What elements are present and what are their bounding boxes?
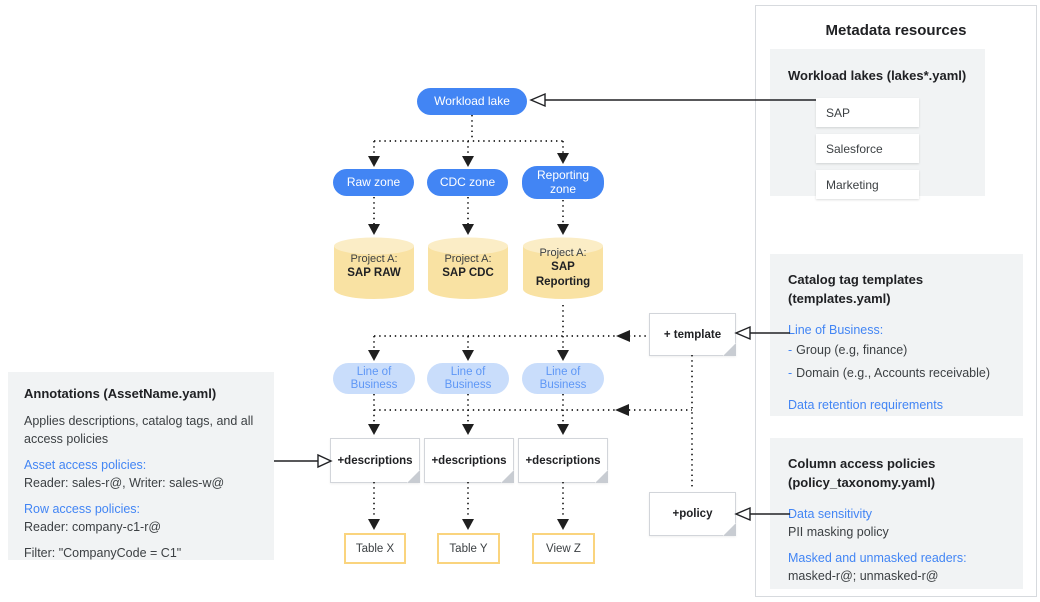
policy-note: +policy: [649, 492, 736, 536]
workload-lake-pill: Workload lake: [417, 88, 527, 115]
workload-lakes-heading: Workload lakes (lakes*.yaml): [788, 68, 967, 83]
lake-card-sap: SAP: [816, 98, 919, 127]
arrowhead-left-icon: [616, 330, 630, 342]
lake-card-marketing: Marketing: [816, 170, 919, 199]
lob-bullet-group: -Group (e.g, finance): [788, 341, 1023, 360]
catalog-templates-heading: Catalog tag templates (templates.yaml): [788, 272, 924, 306]
asset-access-detail: Reader: sales-r@, Writer: sales-w@: [24, 476, 225, 490]
masked-readers-heading: Masked and unmasked readers:: [788, 551, 967, 565]
project-prefix: Project A:: [539, 247, 587, 259]
arrowhead-open-left-icon: [529, 92, 546, 108]
arrowhead-down-icon: [557, 519, 569, 530]
data-sensitivity-heading: Data sensitivity: [788, 507, 873, 521]
catalog-templates-section: Catalog tag templates (templates.yaml) L…: [770, 254, 1023, 416]
column-policies-heading: Column access policies (policy_taxonomy.…: [788, 456, 936, 490]
bullet-dash: -: [788, 343, 793, 357]
arrowhead-open-left-icon: [734, 325, 751, 341]
arrowhead-down-icon: [462, 350, 474, 361]
project-name: SAP RAW: [347, 267, 401, 280]
bullet-text: Domain (e.g., Accounts receivable): [796, 366, 991, 380]
arrowhead-down-icon: [462, 424, 474, 435]
data-retention-heading: Data retention requirements: [788, 398, 943, 412]
arrowhead-down-icon: [557, 350, 569, 361]
asset-access-heading: Asset access policies:: [24, 458, 147, 472]
zone-pill-reporting: Reporting zone: [522, 166, 604, 199]
arrowhead-down-icon: [557, 153, 569, 164]
arrowhead-down-icon: [368, 350, 380, 361]
table-y-node: Table Y: [437, 533, 500, 564]
view-z-node: View Z: [532, 533, 595, 564]
bullet-text: Group (e.g, finance): [796, 343, 908, 357]
arrowhead-down-icon: [557, 424, 569, 435]
descriptions-note: +descriptions: [330, 438, 420, 483]
annotations-intro: Applies descriptions, catalog tags, and …: [24, 414, 254, 446]
project-cylinder-sap-cdc: Project A: SAP CDC: [427, 237, 509, 304]
arrowhead-down-icon: [368, 224, 380, 235]
lake-card-salesforce: Salesforce: [816, 134, 919, 163]
cylinder-shape: [428, 237, 508, 299]
arrowhead-open-left-icon: [734, 506, 751, 522]
project-name: SAP Reporting: [535, 261, 591, 289]
metadata-resources-panel: Metadata resources Workload lakes (lakes…: [755, 5, 1037, 597]
project-prefix: Project A:: [444, 253, 492, 265]
project-cylinder-sap-raw: Project A: SAP RAW: [333, 237, 415, 304]
filter-detail: Filter: "CompanyCode = C1": [24, 546, 182, 560]
project-cylinder-sap-reporting: Project A: SAP Reporting: [522, 237, 604, 304]
template-note: + template: [649, 313, 736, 356]
descriptions-note: +descriptions: [518, 438, 608, 483]
arrowhead-down-icon: [557, 224, 569, 235]
zone-pill-cdc: CDC zone: [427, 169, 508, 196]
table-x-node: Table X: [344, 533, 406, 564]
zone-pill-raw: Raw zone: [333, 169, 414, 196]
project-prefix: Project A:: [350, 253, 398, 265]
lob-bullet-domain: -Domain (e.g., Accounts receivable): [788, 364, 1023, 383]
cylinder-shape: [334, 237, 414, 299]
line-of-business-pill: Line of Business: [522, 363, 604, 394]
descriptions-note: +descriptions: [424, 438, 514, 483]
annotations-panel: Annotations (AssetName.yaml) Applies des…: [8, 372, 274, 560]
bullet-dash: -: [788, 366, 793, 380]
line-of-business-pill: Line of Business: [427, 363, 509, 394]
arrowhead-down-icon: [462, 519, 474, 530]
arrowhead-down-icon: [462, 156, 474, 167]
metadata-resources-title: Metadata resources: [825, 22, 967, 39]
lob-heading: Line of Business:: [788, 323, 884, 337]
workload-lakes-section: Workload lakes (lakes*.yaml) SAP Salesfo…: [770, 49, 985, 199]
arrowhead-down-icon: [368, 519, 380, 530]
arrowhead-down-icon: [462, 224, 474, 235]
project-name: SAP CDC: [442, 267, 494, 280]
masked-readers-detail: masked-r@; unmasked-r@: [788, 569, 939, 583]
data-sensitivity-detail: PII masking policy: [788, 525, 889, 539]
row-access-heading: Row access policies:: [24, 502, 141, 516]
arrowhead-left-icon: [615, 404, 629, 416]
annotations-title: Annotations (AssetName.yaml): [24, 386, 217, 401]
column-policies-section: Column access policies (policy_taxonomy.…: [770, 438, 1023, 589]
arrowhead-down-icon: [368, 424, 380, 435]
cylinder-shape: [523, 237, 603, 299]
line-of-business-pill: Line of Business: [333, 363, 415, 394]
row-access-detail: Reader: company-c1-r@: [24, 520, 162, 534]
arrowhead-down-icon: [368, 156, 380, 167]
